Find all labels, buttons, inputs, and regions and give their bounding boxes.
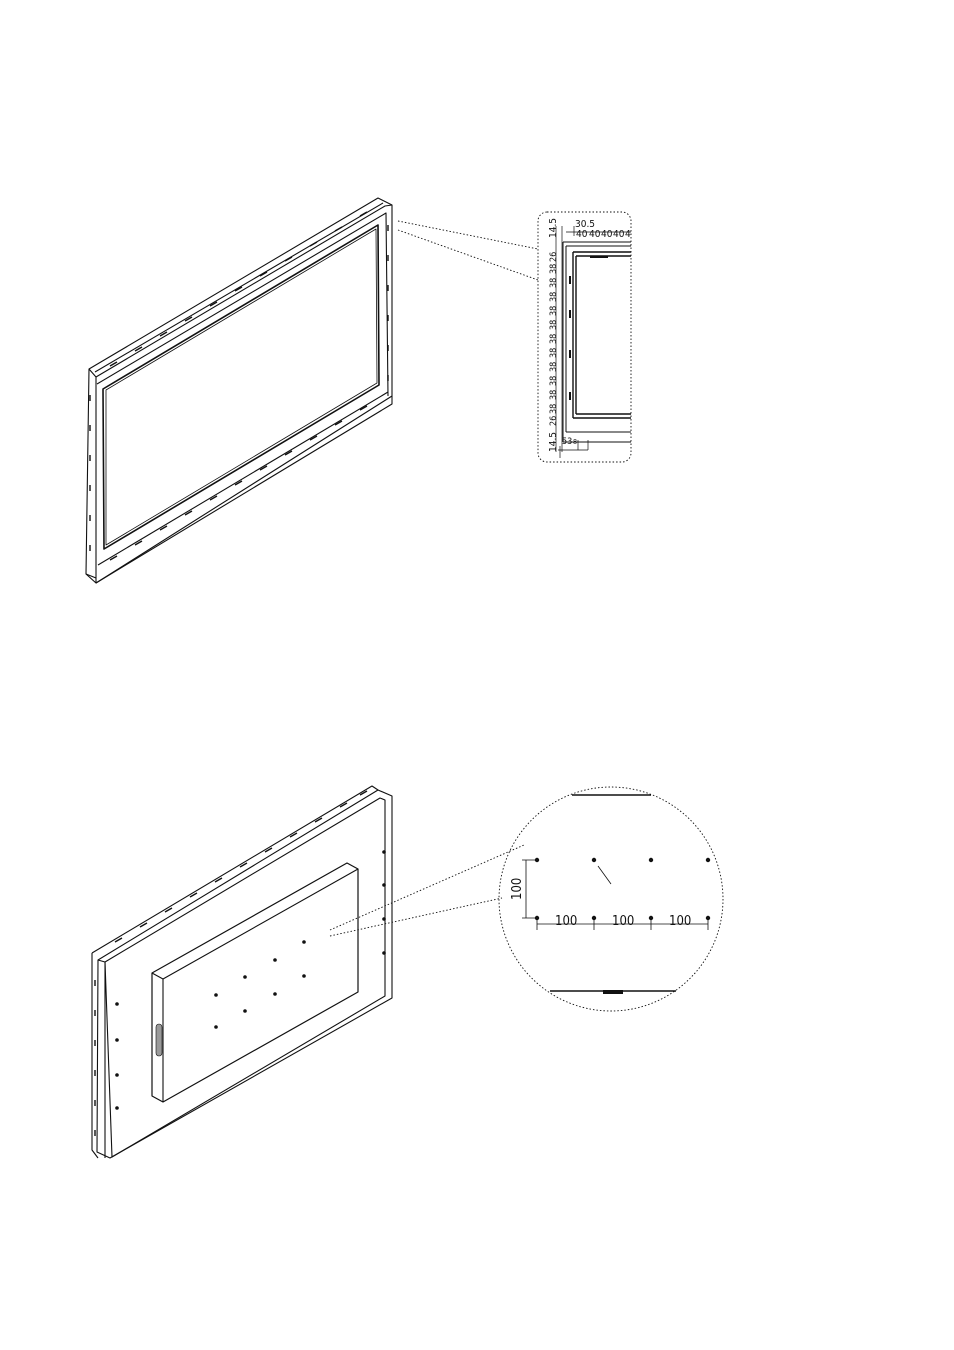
dim-edge-top: 14.5 xyxy=(548,218,559,238)
dim-pitch-10: 38 xyxy=(549,376,559,386)
dim-pitch-last: 26 xyxy=(549,416,559,426)
vesa-detail-holes xyxy=(535,858,710,920)
vesa-dim-h-3: 100 xyxy=(669,914,691,929)
front-frame-tabs xyxy=(90,212,388,560)
dim-pitch-top-4: 40 xyxy=(613,229,625,240)
rear-housing-view xyxy=(92,786,392,1158)
rear-housing-tabs xyxy=(95,791,367,1136)
dim-pitch-11: 38 xyxy=(549,390,559,400)
dim-pitch-first: 26 xyxy=(549,252,559,262)
dim-pitch-top-3: 40 xyxy=(601,229,613,240)
dim-pitch-4: 38 xyxy=(549,292,559,302)
dim-pitch-8: 38 xyxy=(549,348,559,358)
front-detail-leader xyxy=(398,221,538,280)
dim-pitch-top-1: 40 xyxy=(576,229,588,240)
dim-pitch-12: 38 xyxy=(549,404,559,414)
front-detail-labels: 30.5 40 40 40 40 4 14.5 26 38 38 38 38 3… xyxy=(548,218,631,452)
vesa-detail-callout xyxy=(499,787,723,1011)
dim-pitch-7: 38 xyxy=(549,334,559,344)
dim-edge-bottom: 14.5 xyxy=(548,432,559,452)
dim-pitch-top-5: 4 xyxy=(625,229,631,240)
vesa-dim-h-2: 100 xyxy=(612,914,634,929)
rear-detail-leader xyxy=(330,845,524,936)
vesa-dim-v: 100 xyxy=(510,878,525,900)
dim-bottom-a: 53 xyxy=(562,437,572,447)
dim-pitch-2: 38 xyxy=(549,264,559,274)
dim-pitch-6: 38 xyxy=(549,320,559,330)
dim-pitch-9: 38 xyxy=(549,362,559,372)
dim-bottom-b: 8 xyxy=(573,438,577,446)
connector-port-icon xyxy=(156,1024,162,1056)
dim-pitch-5: 38 xyxy=(549,306,559,316)
dim-pitch-3: 38 xyxy=(549,278,559,288)
dim-pitch-top-2: 40 xyxy=(589,229,601,240)
vesa-dim-h-1: 100 xyxy=(555,914,577,929)
rear-vesa-holes xyxy=(115,850,386,1110)
front-frame-view xyxy=(86,198,392,583)
